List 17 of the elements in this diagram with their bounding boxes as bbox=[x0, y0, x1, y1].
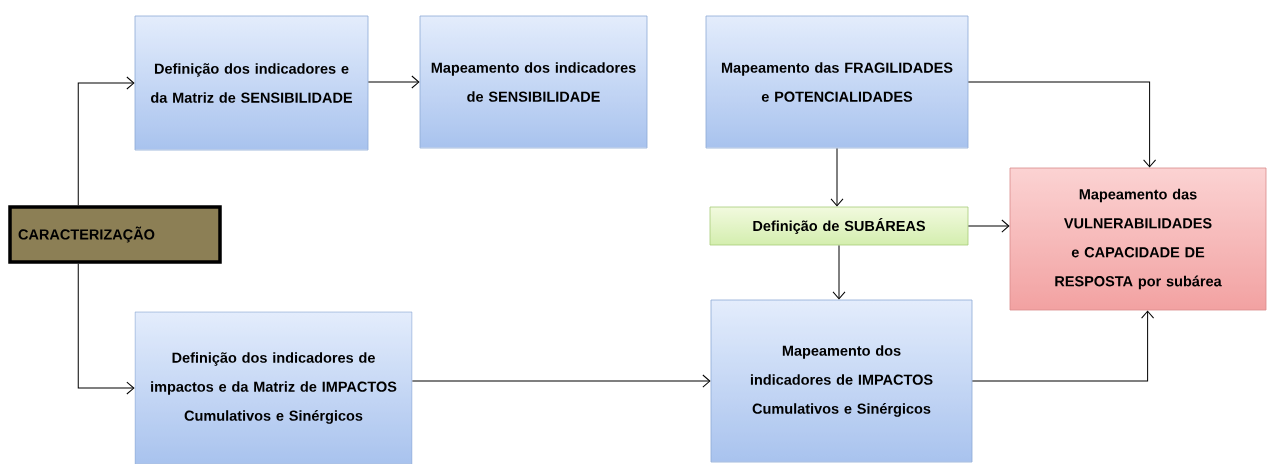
process-box: Definição de SUBÁREAS bbox=[709, 206, 969, 246]
arrow bbox=[967, 219, 1010, 233]
start-box: CARACTERIZAÇÃO bbox=[8, 205, 222, 264]
process-box: Mapeamento das FRAGILIDADES e POTENCIALIDADES bbox=[705, 15, 969, 149]
process-box: Definição dos indicadores de impactos e da Matriz de IMPACTOS Cumulativos e Sinérgicos bbox=[134, 311, 413, 464]
process-box: Definição dos indicadores e da Matriz de SENSIBILIDADE bbox=[134, 15, 369, 151]
arrow bbox=[832, 244, 846, 300]
arrow bbox=[971, 310, 1155, 382]
arrow bbox=[77, 263, 135, 395]
arrow bbox=[77, 76, 135, 206]
arrow bbox=[967, 81, 1157, 168]
arrow bbox=[830, 147, 844, 207]
arrow bbox=[411, 374, 711, 388]
result-box: Mapeamento das VULNERABILIDADES e CAPACIDADE DE RESPOSTA por subárea bbox=[1009, 167, 1267, 311]
arrow bbox=[367, 75, 420, 89]
process-box: Mapeamento dos indicadores de SENSIBILIDADE bbox=[419, 15, 648, 149]
process-box: Mapeamento dos indicadores de IMPACTOS Cumulativos e Sinérgicos bbox=[710, 299, 973, 463]
